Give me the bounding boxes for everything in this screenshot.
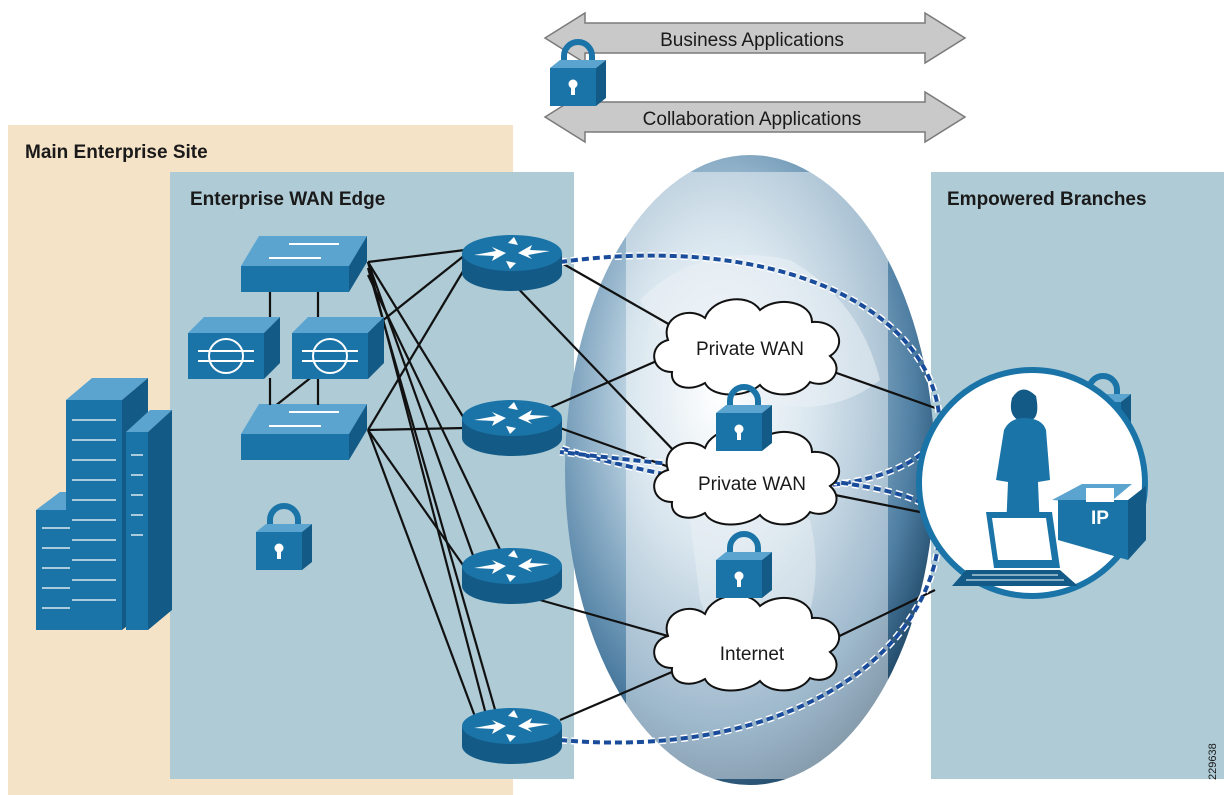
main-site-title: Main Enterprise Site xyxy=(25,142,208,163)
business-applications-label: Business Applications xyxy=(660,30,844,51)
ip-phone-icon: IP xyxy=(1052,484,1146,560)
business-applications-arrow: Business Applications xyxy=(543,11,967,65)
switch-icon xyxy=(241,236,367,292)
switch-links xyxy=(268,292,320,405)
private-wan-cloud-1: Private WAN xyxy=(653,298,841,396)
branch-office: IP xyxy=(916,367,1148,599)
router-icon xyxy=(462,400,562,456)
collaboration-applications-label: Collaboration Applications xyxy=(643,109,862,130)
collaboration-applications-arrow: Collaboration Applications xyxy=(543,90,967,144)
wan-edge-title: Enterprise WAN Edge xyxy=(190,189,385,210)
router-icon xyxy=(462,708,562,764)
branches-title: Empowered Branches xyxy=(947,189,1147,210)
phone-ip-label: IP xyxy=(1091,508,1109,529)
internet-label: Internet xyxy=(720,644,785,665)
switch-icon xyxy=(241,404,367,460)
wan-optimizer-icon xyxy=(188,317,280,379)
router-icon xyxy=(462,235,562,291)
internet-cloud: Internet xyxy=(653,594,841,692)
router-icon xyxy=(462,548,562,604)
private-wan-cloud-2: Private WAN xyxy=(653,428,841,526)
private-wan-1-label: Private WAN xyxy=(696,339,804,360)
figure-id: 229638 xyxy=(1207,743,1219,780)
laptop-icon xyxy=(952,512,1078,586)
enterprise-building-icon xyxy=(36,378,172,630)
wan-optimizer-icon xyxy=(292,317,384,379)
private-wan-2-label: Private WAN xyxy=(698,474,806,495)
